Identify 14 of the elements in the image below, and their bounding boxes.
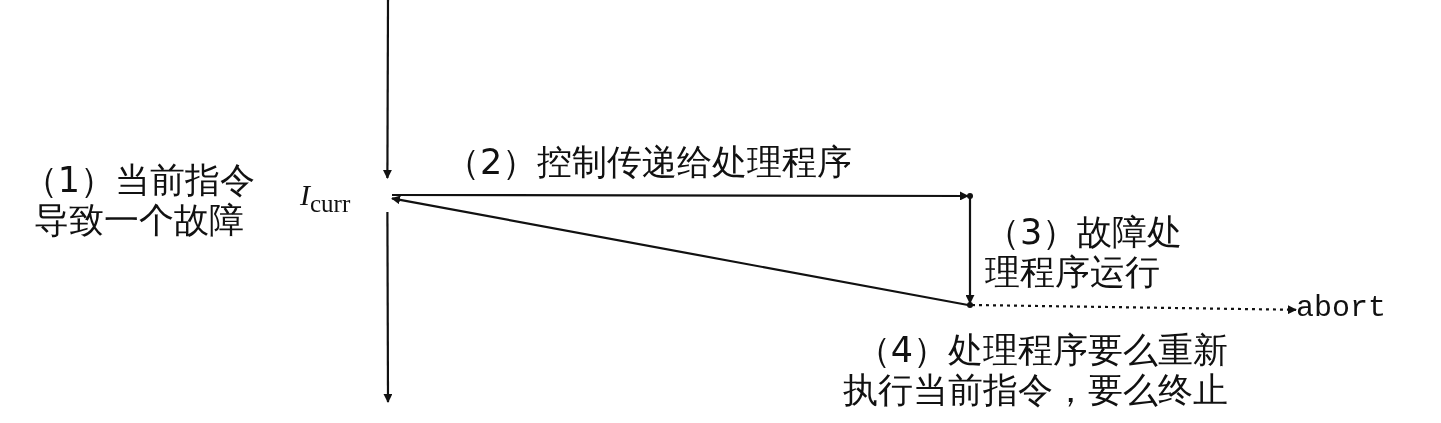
- outcome-label: abort: [1296, 291, 1386, 325]
- junction-dot: [967, 302, 973, 308]
- edge-label: （2）控制传递给处理程序: [445, 142, 854, 182]
- edge-label: （4）处理程序要么重新执行当前指令，要么终止: [842, 330, 1228, 410]
- edge-label: （3）故障处理程序运行: [985, 212, 1184, 292]
- step-label: （1）当前指令导致一个故障: [21, 160, 257, 240]
- arrow: [972, 303, 1297, 315]
- junction-dot: [967, 193, 973, 199]
- arrow: [392, 191, 969, 201]
- instruction-label: I$_{curr}$: [300, 178, 351, 211]
- arrow: [383, 212, 393, 403]
- arrow: [965, 198, 975, 304]
- arrow: [382, 0, 392, 179]
- arrow: [391, 195, 969, 307]
